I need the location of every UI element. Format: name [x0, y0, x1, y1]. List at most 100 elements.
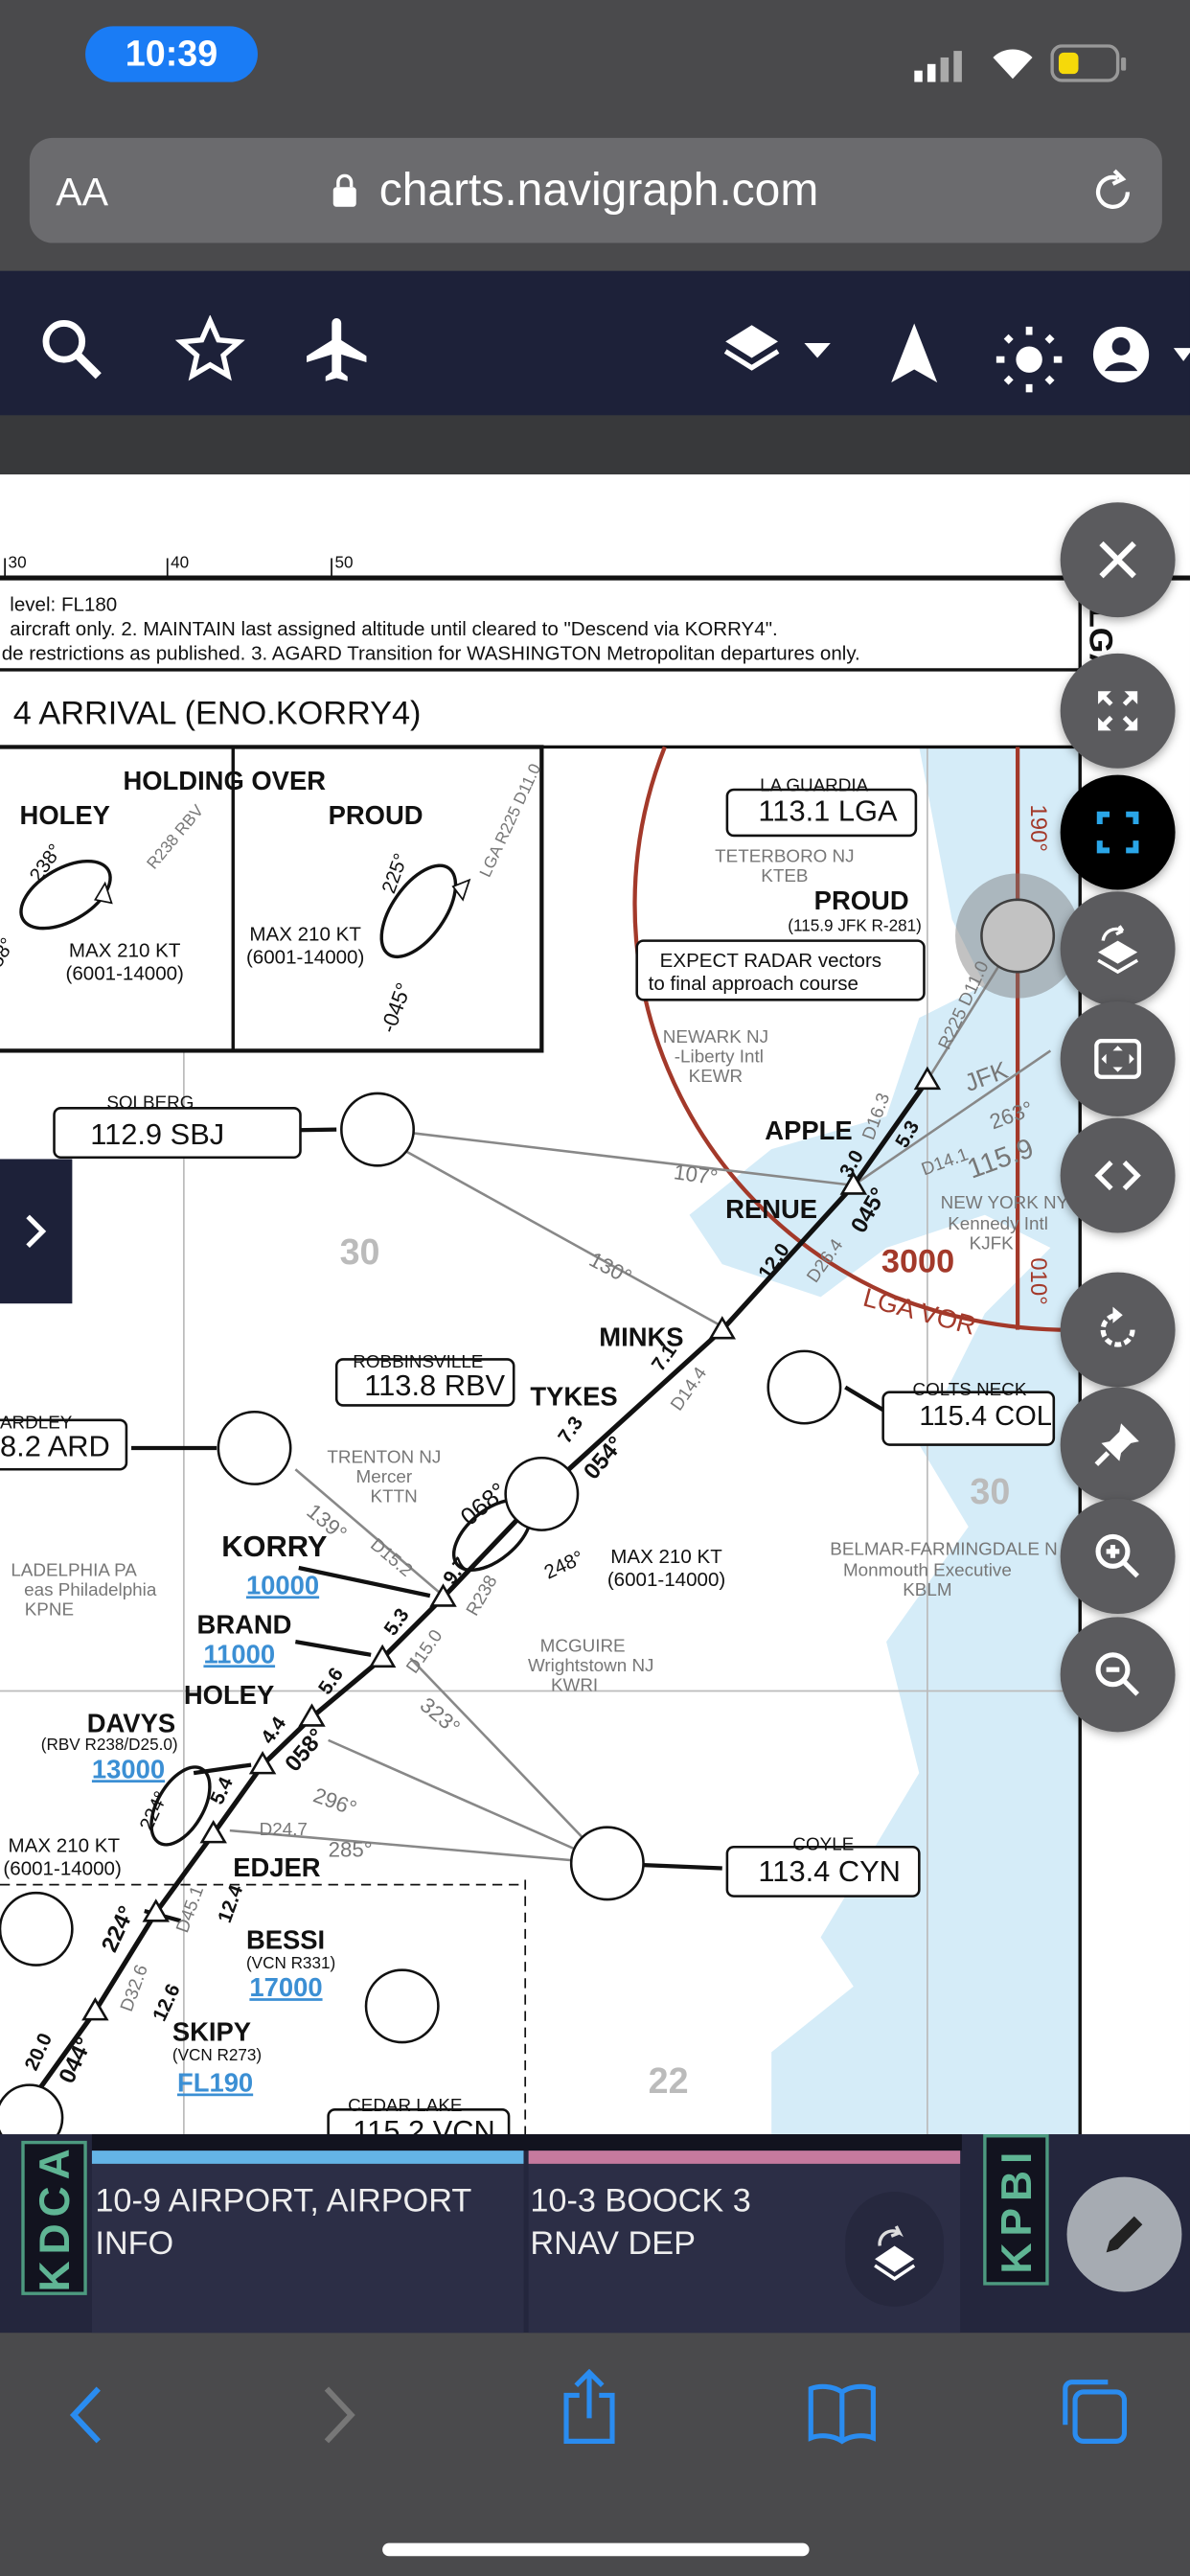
- leg-distance: 9.7: [439, 1553, 472, 1589]
- holding-course: 224°: [135, 1788, 172, 1834]
- vortac-symbol: [364, 1968, 440, 2044]
- vortac-symbol: [980, 898, 1056, 974]
- layers-button[interactable]: [1060, 891, 1176, 1007]
- scale-tick: 30: [9, 553, 27, 572]
- chart-tab-label: 10-9 AIRPORT, AIRPORT INFO: [95, 2183, 471, 2263]
- chevron-right-icon: [324, 2386, 355, 2444]
- navaid-frequency[interactable]: 112.9 SBJ: [90, 1117, 224, 1151]
- url-text[interactable]: charts.navigraph.com: [378, 164, 819, 216]
- chart-tab-color: [528, 2150, 961, 2164]
- brightness-icon[interactable]: [993, 323, 1064, 403]
- open-sidebar-button[interactable]: [0, 1159, 73, 1304]
- course-label: 323°: [416, 1692, 465, 1739]
- chart-note: de restrictions as published. 3. AGARD T…: [2, 643, 860, 665]
- waypoint-tykes[interactable]: TYKES: [530, 1381, 617, 1411]
- waypoint-holey[interactable]: HOLEY: [184, 1680, 274, 1710]
- swap-charts-button[interactable]: [845, 2191, 945, 2307]
- back-button[interactable]: [66, 2382, 109, 2456]
- chart-note: level: FL180: [10, 593, 117, 615]
- fit-page-button[interactable]: [1060, 774, 1176, 890]
- holding-altitude: (6001-14000): [66, 963, 184, 985]
- bookmarks-button[interactable]: [808, 2382, 877, 2453]
- status-time: 10:39: [85, 26, 258, 82]
- reload-icon[interactable]: [1088, 168, 1137, 225]
- chevron-left-icon: [69, 2386, 101, 2444]
- holding-altitude: (6001-14000): [607, 1569, 725, 1591]
- scale-tick: 40: [171, 553, 189, 572]
- tabs-icon: [1063, 2380, 1128, 2444]
- holding-speed: MAX 210 KT: [69, 940, 181, 962]
- pencil-icon: [1106, 2216, 1143, 2253]
- zoom-in-button[interactable]: [1060, 1499, 1176, 1614]
- holding-header: HOLDING OVER: [123, 766, 326, 795]
- vortac-symbol: [504, 1456, 580, 1531]
- wifi-icon: [988, 43, 1037, 91]
- forward-button[interactable]: [317, 2382, 360, 2456]
- waypoint-bessi[interactable]: BESSI: [246, 1924, 325, 1954]
- app-toolbar: [0, 270, 1190, 416]
- embed-code-button[interactable]: [1060, 1117, 1176, 1233]
- zoom-in-icon: [1095, 1533, 1139, 1578]
- airport-tab-kpbi[interactable]: KPBI: [983, 2134, 1049, 2286]
- user-icon[interactable]: [1091, 325, 1190, 399]
- navaid-frequency[interactable]: 115.2 VCN: [353, 2114, 495, 2136]
- holding-speed: MAX 210 KT: [9, 1834, 121, 1856]
- tabs-button[interactable]: [1059, 2376, 1131, 2456]
- annotate-button[interactable]: [1066, 2176, 1182, 2292]
- airport-label: -Liberty Intl: [675, 1046, 764, 1066]
- share-button[interactable]: [558, 2368, 620, 2456]
- close-chart-button[interactable]: [1060, 502, 1176, 618]
- pin-button[interactable]: [1060, 1387, 1176, 1503]
- course-label: 058°: [280, 1724, 331, 1777]
- altitude-constraint: FL190: [177, 2067, 253, 2097]
- navaid-name: COYLE: [792, 1834, 854, 1854]
- waypoint-brand[interactable]: BRAND: [197, 1610, 292, 1640]
- star-icon[interactable]: [174, 314, 246, 393]
- airport-label: KBLM: [903, 1579, 951, 1599]
- holding-fix: PROUD: [329, 800, 423, 830]
- waypoint-korry[interactable]: KORRY: [221, 1530, 328, 1563]
- home-indicator[interactable]: [382, 2542, 810, 2557]
- navaid-frequency[interactable]: 8.2 ARD: [0, 1430, 110, 1463]
- rotate-button[interactable]: [1060, 1272, 1176, 1388]
- altitude-constraint: 11000: [203, 1639, 275, 1668]
- navaid-name: CEDAR LAKE: [348, 2095, 462, 2115]
- waypoint-skipy[interactable]: SKIPY: [172, 2016, 251, 2046]
- fullscreen-button[interactable]: [1060, 653, 1176, 769]
- chart-tab[interactable]: 10-9 AIRPORT, AIRPORT INFO: [91, 2150, 524, 2334]
- navaid-frequency[interactable]: 113.1 LGA: [758, 794, 898, 828]
- chart-viewer[interactable]: 30 40 50 level: FL180 aircraft only. 2. …: [0, 474, 1190, 2136]
- arrival-chart[interactable]: 30 40 50 level: FL180 aircraft only. 2. …: [0, 474, 1190, 2136]
- airport-label: KPNE: [25, 1599, 74, 1620]
- pin-icon: [1094, 1423, 1139, 1466]
- airport-label: eas Philadelphia: [24, 1579, 157, 1599]
- vor-symbol: [767, 1349, 842, 1425]
- airport-label: Kennedy Intl: [948, 1213, 1048, 1233]
- airport-tab-kdca[interactable]: KDCA: [21, 2140, 87, 2295]
- navaid-frequency[interactable]: 113.8 RBV: [364, 1368, 505, 1402]
- vortac-symbol: [569, 1826, 645, 1901]
- search-icon[interactable]: [39, 317, 105, 391]
- waypoint-edjer[interactable]: EDJER: [233, 1852, 321, 1882]
- waypoint-renue[interactable]: RENUE: [725, 1194, 817, 1224]
- waypoint-apple[interactable]: APPLE: [765, 1116, 852, 1145]
- fit-width-button[interactable]: [1060, 1000, 1176, 1116]
- address-bar[interactable]: AA charts.navigraph.com: [29, 137, 1162, 243]
- text-size-button[interactable]: AA: [56, 171, 109, 216]
- expand-icon: [1098, 691, 1138, 731]
- toolbar-divider: [0, 415, 1190, 475]
- navaid-name: ARDLEY: [0, 1412, 73, 1432]
- layers-icon[interactable]: [722, 322, 837, 389]
- north-arrow-icon[interactable]: [888, 320, 941, 394]
- waypoint-davys[interactable]: DAVYS: [87, 1708, 175, 1737]
- vortac-symbol: [0, 1891, 74, 1966]
- radial-label: 190°: [1025, 804, 1051, 852]
- zoom-out-button[interactable]: [1060, 1617, 1176, 1733]
- airport-label: Mercer: [356, 1466, 413, 1486]
- waypoint-minks[interactable]: MINKS: [599, 1322, 683, 1352]
- navaid-frequency[interactable]: 113.4 CYN: [758, 1854, 901, 1888]
- vortac-symbol: [0, 2083, 64, 2136]
- airport-label: KTTN: [371, 1485, 418, 1506]
- navaid-frequency[interactable]: 115.4 COL: [919, 1401, 1052, 1432]
- airplane-icon[interactable]: [300, 311, 376, 395]
